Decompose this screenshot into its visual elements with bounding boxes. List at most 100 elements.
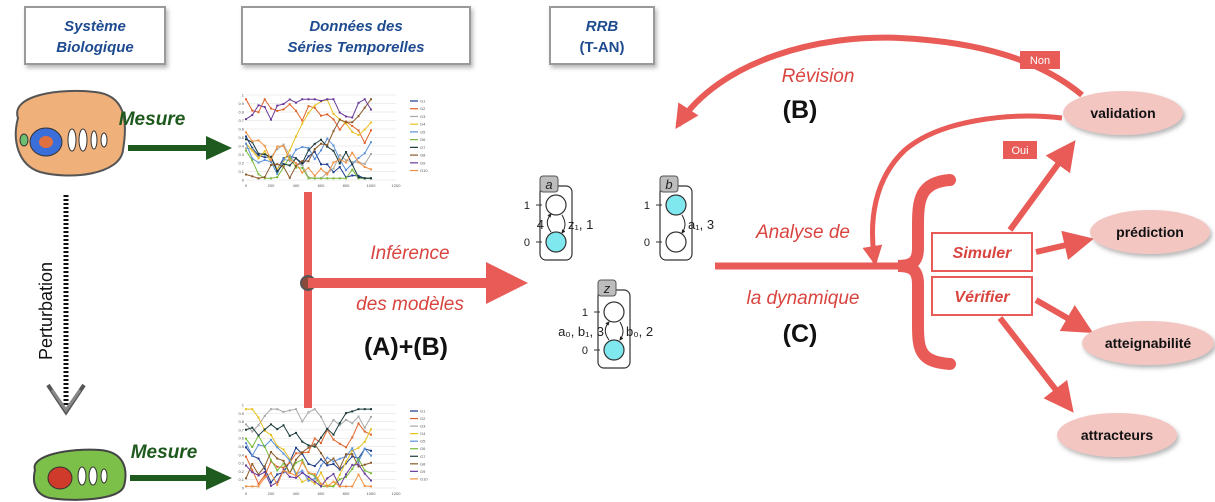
mini-series-point: [332, 177, 335, 180]
mini-series-point: [257, 111, 260, 114]
arrow-to-attracteurs: [997, 316, 1074, 413]
mini-series-point: [332, 149, 335, 152]
mini-series-point: [263, 176, 266, 179]
mini-series-point: [351, 161, 354, 164]
mini-y-tick: 1: [242, 93, 245, 98]
mini-series-point: [245, 98, 247, 101]
mini-series-point: [295, 431, 297, 434]
mini-series-point: [313, 465, 316, 468]
mini-series-point: [345, 446, 347, 449]
mini-series-point: [320, 114, 322, 117]
mini-series-point: [370, 129, 372, 132]
mini-series-point: [307, 105, 310, 108]
mini-series-point: [288, 164, 291, 167]
mini-series-point: [245, 138, 247, 141]
mini-legend-entry: G3: [420, 424, 426, 429]
mini-series-point: [320, 464, 322, 467]
mini-series-point: [301, 458, 304, 461]
mini-series-point: [263, 471, 266, 474]
mini-series-point: [251, 175, 254, 178]
mini-series-point: [295, 471, 297, 474]
mini-series-point: [257, 161, 260, 164]
mini-series-point: [338, 473, 341, 476]
oval-attracteurs: attracteurs: [1057, 413, 1177, 457]
mini-series-point: [351, 422, 354, 425]
mini-series-point: [326, 145, 329, 148]
oui-badge: Oui: [1003, 141, 1037, 159]
mini-series-point: [332, 485, 335, 488]
revision-code: (B): [783, 96, 818, 124]
mini-series-point: [332, 460, 335, 463]
mini-series-point: [257, 482, 260, 485]
mini-series-point: [245, 455, 247, 458]
mini-series-point: [257, 443, 260, 446]
mini-y-tick: 0: [242, 178, 245, 183]
mini-y-tick: 0.5: [238, 135, 244, 140]
mini-series-point: [320, 99, 322, 102]
cell-top-icon: [14, 89, 126, 177]
mini-series-point: [251, 114, 254, 117]
mini-series-point: [270, 164, 272, 167]
mini-series-point: [288, 103, 291, 106]
mini-series-point: [301, 162, 304, 165]
oui-arrow: [862, 113, 1063, 266]
mini-series-point: [307, 177, 310, 180]
mini-series-point: [276, 469, 279, 472]
mini-series-point: [301, 160, 304, 163]
mini-series-point: [345, 177, 347, 180]
mini-series-point: [313, 177, 316, 180]
mini-legend-entry: G10: [420, 168, 428, 173]
mini-series-point: [295, 109, 297, 112]
mini-series-point: [276, 148, 279, 151]
mini-series-point: [313, 482, 316, 485]
oui-label: Oui: [1011, 145, 1028, 157]
mini-series-point: [320, 436, 322, 439]
mesure-top-arrow: [128, 136, 232, 160]
mini-y-tick: 0.1: [238, 169, 244, 174]
mini-legend-entry: G5: [420, 439, 426, 444]
mini-series-point: [313, 408, 316, 411]
mini-x-tick: 200: [268, 183, 275, 188]
mini-series-point: [295, 157, 297, 160]
mini-y-tick: 0: [242, 486, 245, 491]
mini-series-point: [270, 160, 272, 163]
mini-series-point: [263, 429, 266, 432]
mini-series-point: [326, 464, 329, 467]
mini-series-point: [351, 455, 354, 458]
mini-series-point: [338, 468, 341, 471]
mini-series-point: [326, 171, 329, 174]
mini-series-point: [257, 139, 260, 142]
mini-series-point: [370, 177, 372, 180]
mini-series-point: [307, 446, 310, 449]
mini-series-point: [251, 471, 254, 474]
inference-label-line1: Inférence: [370, 243, 449, 264]
mini-series-point: [326, 173, 329, 176]
mini-series-point: [351, 485, 354, 488]
mini-series-point: [357, 101, 360, 104]
mini-series-point: [357, 156, 360, 159]
mini-series-point: [282, 165, 285, 168]
mini-series-point: [357, 446, 360, 449]
mini-series-point: [276, 465, 279, 468]
mini-series-point: [276, 408, 279, 411]
mini-series-point: [332, 118, 335, 121]
mini-x-tick: 400: [293, 183, 300, 188]
mini-series-point: [345, 151, 347, 154]
mini-series-point: [295, 135, 297, 138]
mini-series-point: [338, 457, 341, 460]
mini-legend-entry: G10: [420, 476, 428, 481]
mini-series-point: [251, 159, 254, 162]
header-systeme-line1: Système: [64, 18, 126, 35]
mini-series-point: [351, 468, 354, 471]
mini-series-point: [345, 455, 347, 458]
mini-series-point: [313, 98, 316, 101]
mini-y-tick: 0.7: [238, 118, 244, 123]
mini-series-point: [270, 472, 272, 475]
mini-series-point: [338, 162, 341, 165]
node-z-name: z: [603, 281, 611, 296]
mini-series-point: [301, 451, 304, 454]
mini-series-point: [363, 98, 366, 101]
mini-series-point: [295, 476, 297, 479]
mini-series-point: [270, 484, 272, 487]
mini-series-point: [251, 446, 254, 449]
